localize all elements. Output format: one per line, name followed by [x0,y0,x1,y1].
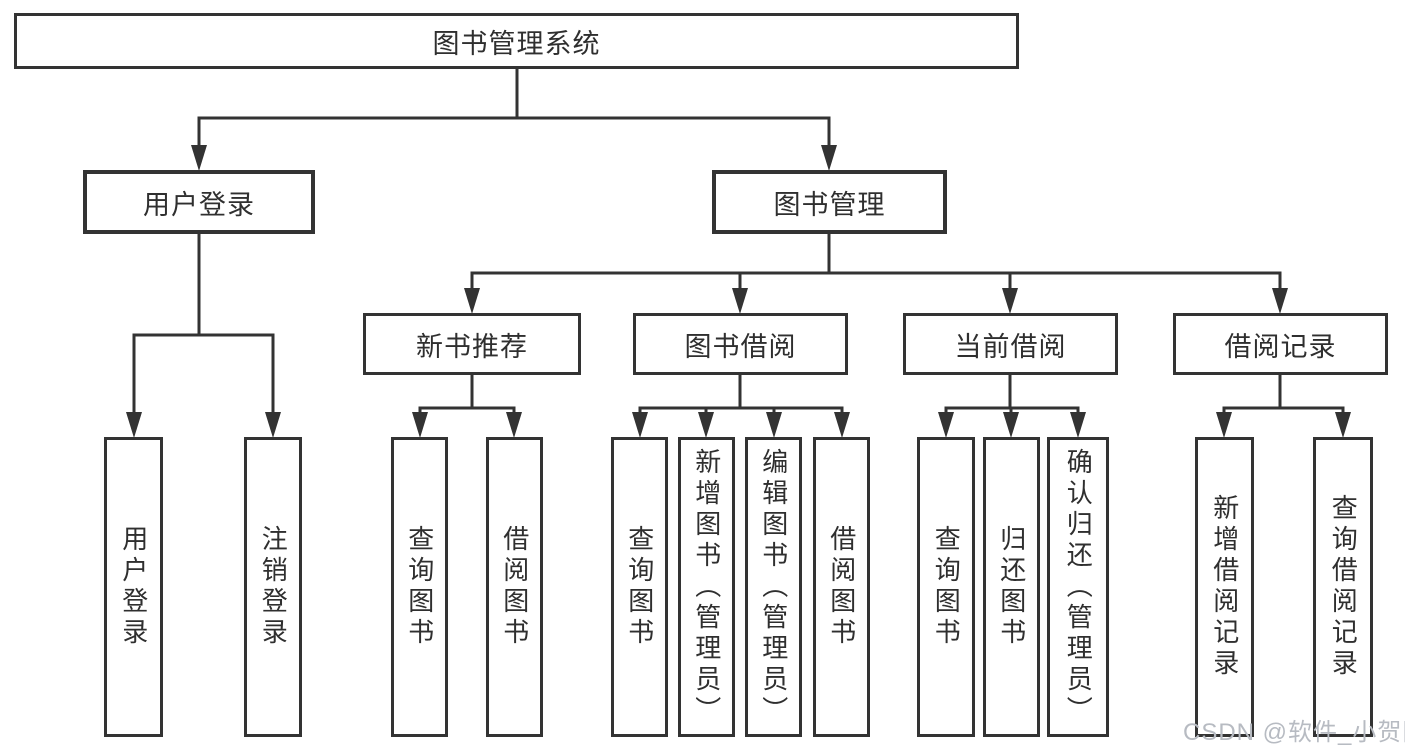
arrowheads-borrow-records-to-leaves [1216,412,1351,438]
arrowheads-current-borrow-to-leaves [938,412,1086,438]
arrowheads-user-login-to-leaves [126,412,281,438]
leaf-records-query-record: 查询借阅记录 [1313,437,1373,737]
connector-root-to-level2 [197,69,831,148]
node-root-library-system: 图书管理系统 [14,13,1019,69]
connector-current-borrow-to-leaves [944,375,1080,415]
connector-book-mgmt-to-level3 [470,234,1282,291]
leaf-user-login: 用户登录 [104,437,163,737]
node-user-login: 用户登录 [83,170,315,234]
leaf-current-return-book: 归还图书 [983,437,1040,737]
connector-borrow-records-to-leaves [1222,375,1345,415]
connector-user-login-to-leaves [132,234,275,415]
leaf-borrow-edit-book-admin: 编辑图书（管理员） [745,437,802,737]
csdn-watermark: CSDN @软件_小贺同学 [1183,719,1405,746]
arrowheads-root-to-level2 [191,145,837,171]
leaf-borrow-borrow-book: 借阅图书 [813,437,870,737]
node-book-borrow: 图书借阅 [633,313,848,375]
arrowheads-new-book-to-leaves [412,412,522,438]
connector-new-book-to-leaves [418,375,516,415]
node-current-borrow: 当前借阅 [903,313,1118,375]
leaf-borrow-query-book: 查询图书 [611,437,668,737]
connector-book-borrow-to-leaves [638,375,844,415]
leaf-newbook-borrow-book: 借阅图书 [486,437,543,737]
leaf-borrow-add-book-admin: 新增图书（管理员） [678,437,735,737]
node-new-book-recommend: 新书推荐 [363,313,581,375]
leaf-newbook-query-book: 查询图书 [391,437,448,737]
arrowheads-book-borrow-to-leaves [632,412,850,438]
leaf-current-confirm-return-admin: 确认归还（管理员） [1047,437,1109,737]
node-book-management: 图书管理 [712,170,947,234]
leaf-logout: 注销登录 [244,437,302,737]
leaf-records-add-record: 新增借阅记录 [1195,437,1254,737]
arrowheads-book-mgmt-to-level3 [464,288,1288,314]
leaf-current-query-book: 查询图书 [917,437,975,737]
node-borrow-records: 借阅记录 [1173,313,1388,375]
